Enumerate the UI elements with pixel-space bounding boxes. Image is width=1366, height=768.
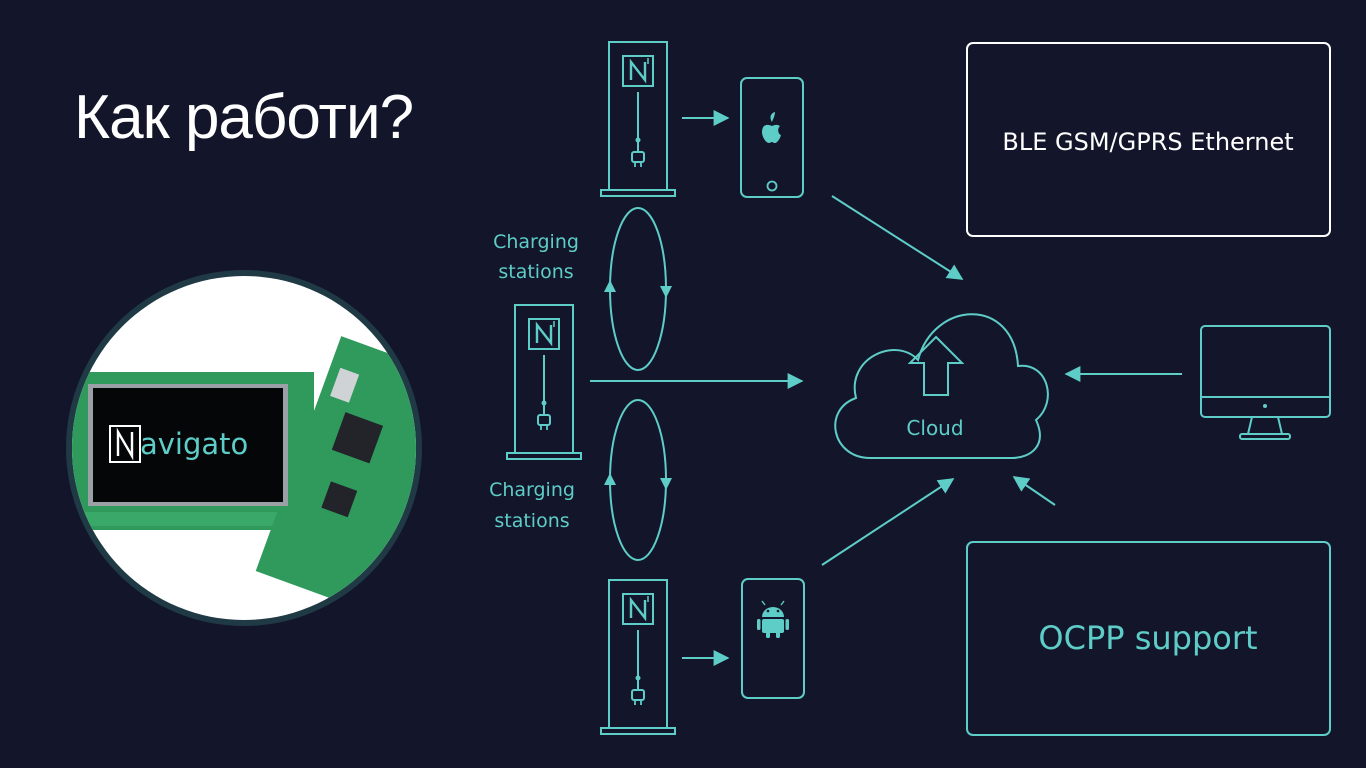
- apple-phone-icon: [740, 77, 804, 198]
- board-photo: avigato: [66, 270, 422, 626]
- slide-title: Как работи?: [74, 83, 414, 152]
- charging-station-top: [599, 40, 677, 198]
- charging-label-top-line1: Charging: [493, 231, 579, 253]
- connectivity-box: BLE GSM/GPRS Ethernet: [966, 42, 1331, 237]
- ocpp-box: OCPP support: [966, 541, 1331, 736]
- ocpp-text: OCPP support: [1038, 619, 1257, 657]
- cloud-upload-icon: [834, 313, 1049, 459]
- cloud-label: Cloud: [906, 416, 963, 440]
- station-loop-bottom: [604, 399, 672, 561]
- desktop-monitor-icon: [1200, 325, 1331, 440]
- svg-text:avigato: avigato: [140, 427, 248, 461]
- charging-station-bottom: [599, 578, 677, 736]
- charging-station-middle: [505, 303, 583, 461]
- charging-label-bottom-line2: stations: [494, 510, 569, 532]
- android-phone-icon: [741, 578, 805, 699]
- navigato-logo: avigato: [109, 425, 248, 463]
- connectivity-text: BLE GSM/GPRS Ethernet: [1002, 128, 1293, 156]
- charging-label-bottom-line1: Charging: [489, 479, 575, 501]
- charging-label-top-line2: stations: [498, 261, 573, 283]
- connector-arrows: [590, 110, 1182, 666]
- station-loop-top: [604, 207, 672, 371]
